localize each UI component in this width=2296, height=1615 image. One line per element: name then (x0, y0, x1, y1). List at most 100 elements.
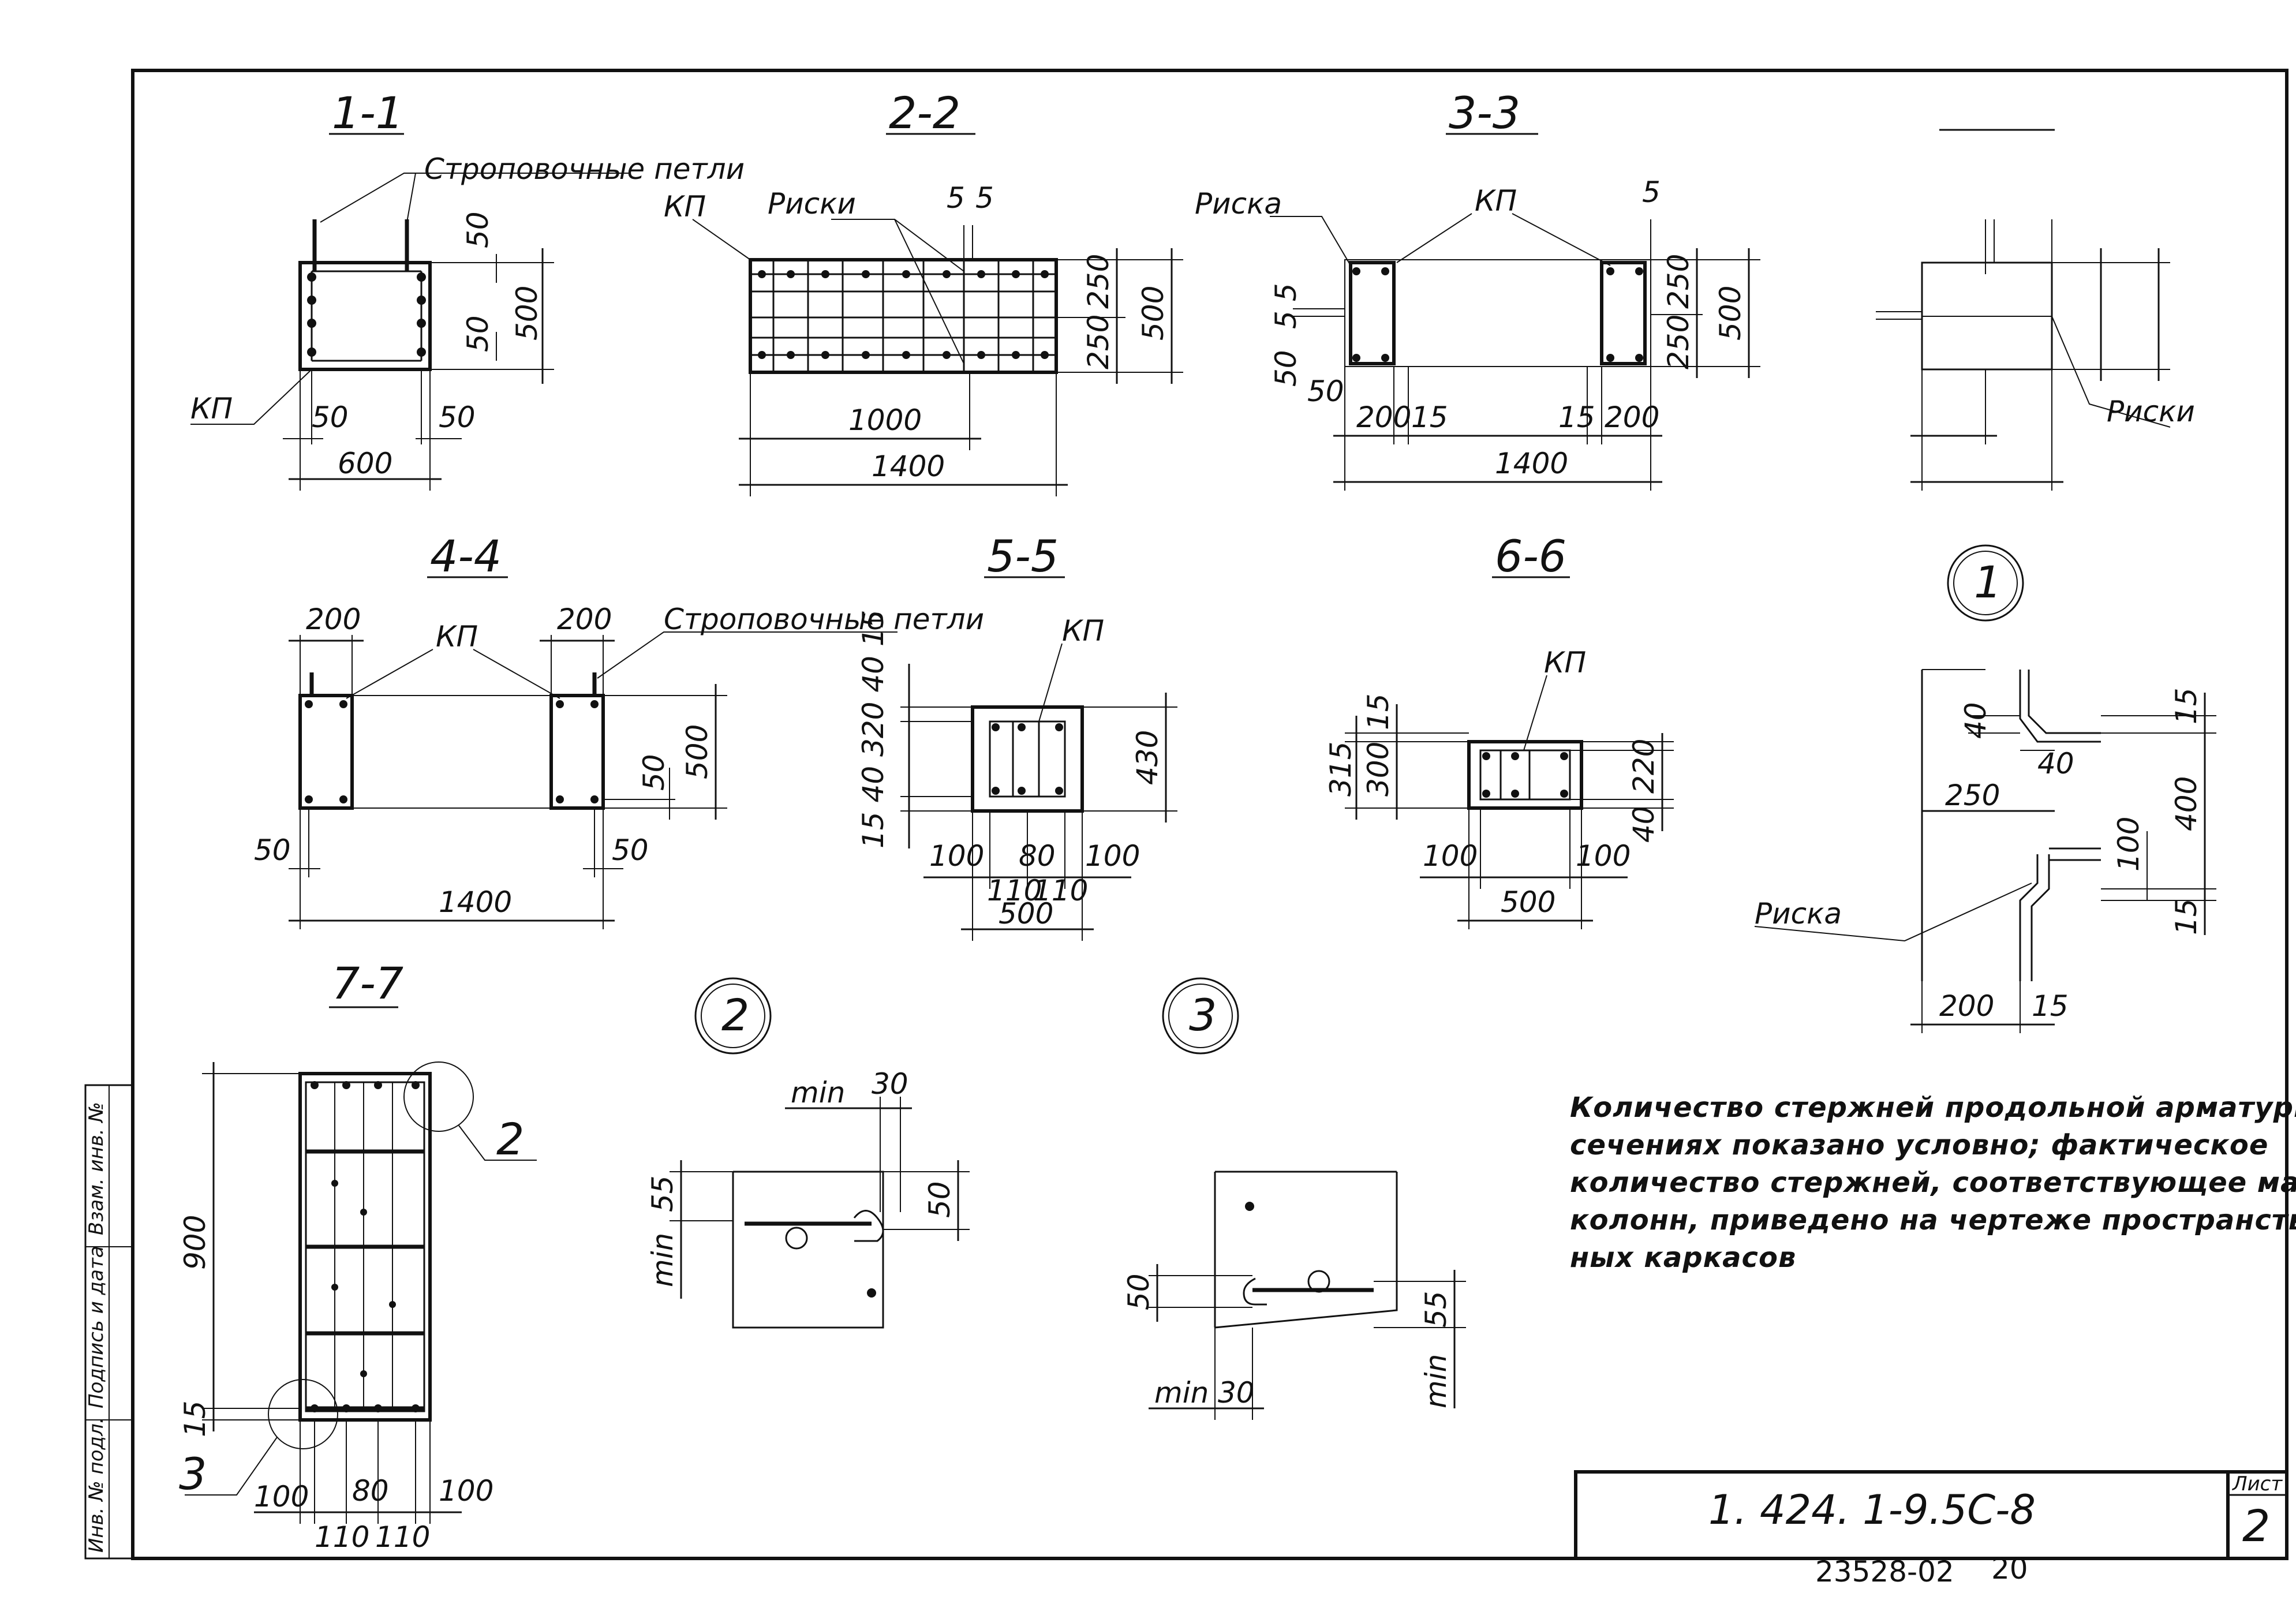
label-sling-loops: Строповочные петли (424, 152, 745, 186)
sheet-label: Лист (2231, 1472, 2283, 1496)
sheet-number: 2 (2242, 1500, 2270, 1552)
dim-d1-w15: 15 (2032, 989, 2069, 1023)
dim-d1-w250: 250 (1945, 779, 2000, 812)
section-4-4: 4-4 КП Строповочные петли 200 200 50 500 (254, 530, 984, 929)
dim-7-7-right: 100 (439, 1474, 493, 1508)
dim-2-2-half2: 250 (1082, 315, 1115, 369)
dim-4-4-w-right: 200 (557, 603, 612, 636)
section-5-5: 5-5 КП 15 40 320 40 15 430 100 80 100 11… (857, 530, 1177, 941)
label-marks: Риски (2107, 395, 2195, 428)
callout-circle-2 (403, 1061, 474, 1132)
dim-d2-min: min (791, 1076, 845, 1109)
dim-5-5-right: 100 (1085, 839, 1140, 873)
dim-3-3-w-left: 200 (1356, 401, 1411, 434)
dim-d3-min-bot: min (1154, 1376, 1209, 1410)
dim-5-5-left-stack: 15 40 320 40 15 (857, 610, 890, 848)
dim-6-6-inner: 220 (1627, 739, 1661, 794)
dim-3-3-gap-left: 15 (1411, 401, 1448, 434)
detail-3-number: 3 (1189, 989, 1217, 1041)
label-marks: Риски (768, 187, 856, 220)
dim-d3-v30: 30 (1218, 1376, 1255, 1410)
drawing-code: 1. 424. 1-9.5С-8 (1708, 1486, 2036, 1534)
label-sling-loops: Строповочные петли (664, 603, 984, 636)
dim-7-7-height: 900 (178, 1215, 212, 1270)
section-title-7-7: 7-7 (332, 958, 403, 1009)
stamp-inv-podl: Инв. № подл. (85, 1417, 108, 1553)
callout-2: 2 (496, 1113, 524, 1165)
section-title-2-2: 2-2 (889, 87, 960, 139)
detail-3-marker (1162, 977, 1239, 1055)
section-title-1-1: 1-1 (332, 87, 403, 139)
dim-2-2-total: 1400 (872, 450, 945, 483)
dim-2-2-height: 500 (1136, 286, 1170, 341)
dim-d1-v100: 100 (2112, 817, 2145, 872)
dim-d1-h40: 40 (2037, 747, 2074, 780)
dim-4-4-right: 50 (612, 833, 649, 867)
side-stamp: Инв. № подл. Подпись и дата Взам. инв. № (84, 1084, 134, 1560)
section-6-6: 6-6 КП 15 315 300 220 40 100 100 500 (1324, 530, 1674, 929)
dim-d2-v30: 30 (872, 1067, 908, 1101)
dim-3-3-bottom-left: 50 (1269, 350, 1303, 387)
dim-7-7-b1: 110 (315, 1520, 369, 1554)
section-title-4-4: 4-4 (430, 530, 502, 582)
stamp-replacement: Взам. инв. № (85, 1102, 108, 1235)
dim-d1-v15a: 15 (2170, 687, 2203, 724)
section-outline (1344, 259, 1651, 367)
dim-2-2-inner: 1000 (848, 403, 922, 437)
dim-3-3-gap-right: 15 (1558, 401, 1595, 434)
dim-6-6-total: 500 (1501, 885, 1555, 919)
detail-1-number: 1 (1974, 556, 2002, 608)
dim-d1-v400: 400 (2170, 776, 2203, 831)
dim-7-7-left: 100 (254, 1480, 309, 1513)
dim-d2-v55: 55 (646, 1175, 679, 1212)
dim-6-6-right: 100 (1576, 839, 1631, 873)
label-kp: КП (1475, 184, 1517, 218)
dim-5-5-left: 100 (929, 839, 984, 873)
callout-3: 3 (179, 1448, 207, 1500)
dim-3-3-half2: 250 (1662, 315, 1695, 369)
dim-4-4-height: 500 (680, 724, 714, 779)
section-outline (298, 261, 432, 371)
detail-2: 2 min 30 55 min 50 (646, 977, 970, 1329)
label-mark: Риска (1195, 187, 1282, 220)
view-a: Риски (1876, 129, 2195, 491)
detail-2-number: 2 (721, 989, 749, 1041)
dim-4-4-total: 1400 (439, 885, 512, 919)
detail-2-marker (694, 977, 772, 1055)
dim-2-2-gap-b: 5 (975, 181, 994, 215)
callout-circle-3 (268, 1379, 338, 1449)
dim-6-6-top: 15 (1362, 693, 1395, 730)
dim-4-4-left: 50 (254, 833, 291, 867)
label-kp: КП (436, 620, 478, 653)
dim-3-3-w-right: 200 (1605, 401, 1659, 434)
dim-d1-w200: 200 (1939, 989, 1994, 1023)
dim-d3-min-side: min (1419, 1354, 1453, 1408)
sling-loop (312, 219, 409, 271)
note-line-2: сечениях показано условно; фактическое (1570, 1129, 2268, 1161)
title-block: 1. 424. 1-9.5С-8 Лист 2 23528-02 20 (1574, 1470, 2288, 1588)
section-title-3-3: 3-3 (1449, 87, 1520, 139)
dim-5-5-b2: 110 (1033, 874, 1088, 907)
dim-d2-min-side: min (646, 1233, 679, 1287)
dim-d1-v15b: 15 (2170, 898, 2203, 935)
dim-6-6-h315: 315 (1324, 742, 1358, 797)
dim-3-3-left-off: 50 (1307, 375, 1344, 408)
label-mark: Риска (1755, 897, 1842, 930)
dim-7-7-b2: 110 (375, 1520, 430, 1554)
sling-loop (309, 672, 597, 696)
label-kp: КП (1544, 646, 1586, 679)
section-title-6-6: 6-6 (1495, 530, 1566, 582)
dim-4-4-w-left: 200 (306, 603, 361, 636)
dim-3-3-top: 5 (1642, 175, 1661, 209)
detail-1-marker (1947, 544, 2024, 622)
section-title-5-5: 5-5 (987, 530, 1059, 582)
detail-3: 3 50 55 min min 30 (1122, 977, 1466, 1420)
label-kp: КП (190, 392, 233, 425)
dim-5-5-b1: 110 (987, 874, 1042, 907)
detail-1: 1 40 40 250 15 400 100 15 Риска 200 15 (1754, 544, 2216, 1033)
stamp-signature-date: Подпись и дата (85, 1246, 108, 1408)
dim-2-2-half1: 250 (1082, 254, 1115, 309)
dim-5-5-total: 500 (999, 897, 1053, 930)
section-2-2: 2-2 5 5 КП Риски 250 250 500 (664, 87, 1183, 496)
dim-6-6-left: 100 (1423, 839, 1478, 873)
